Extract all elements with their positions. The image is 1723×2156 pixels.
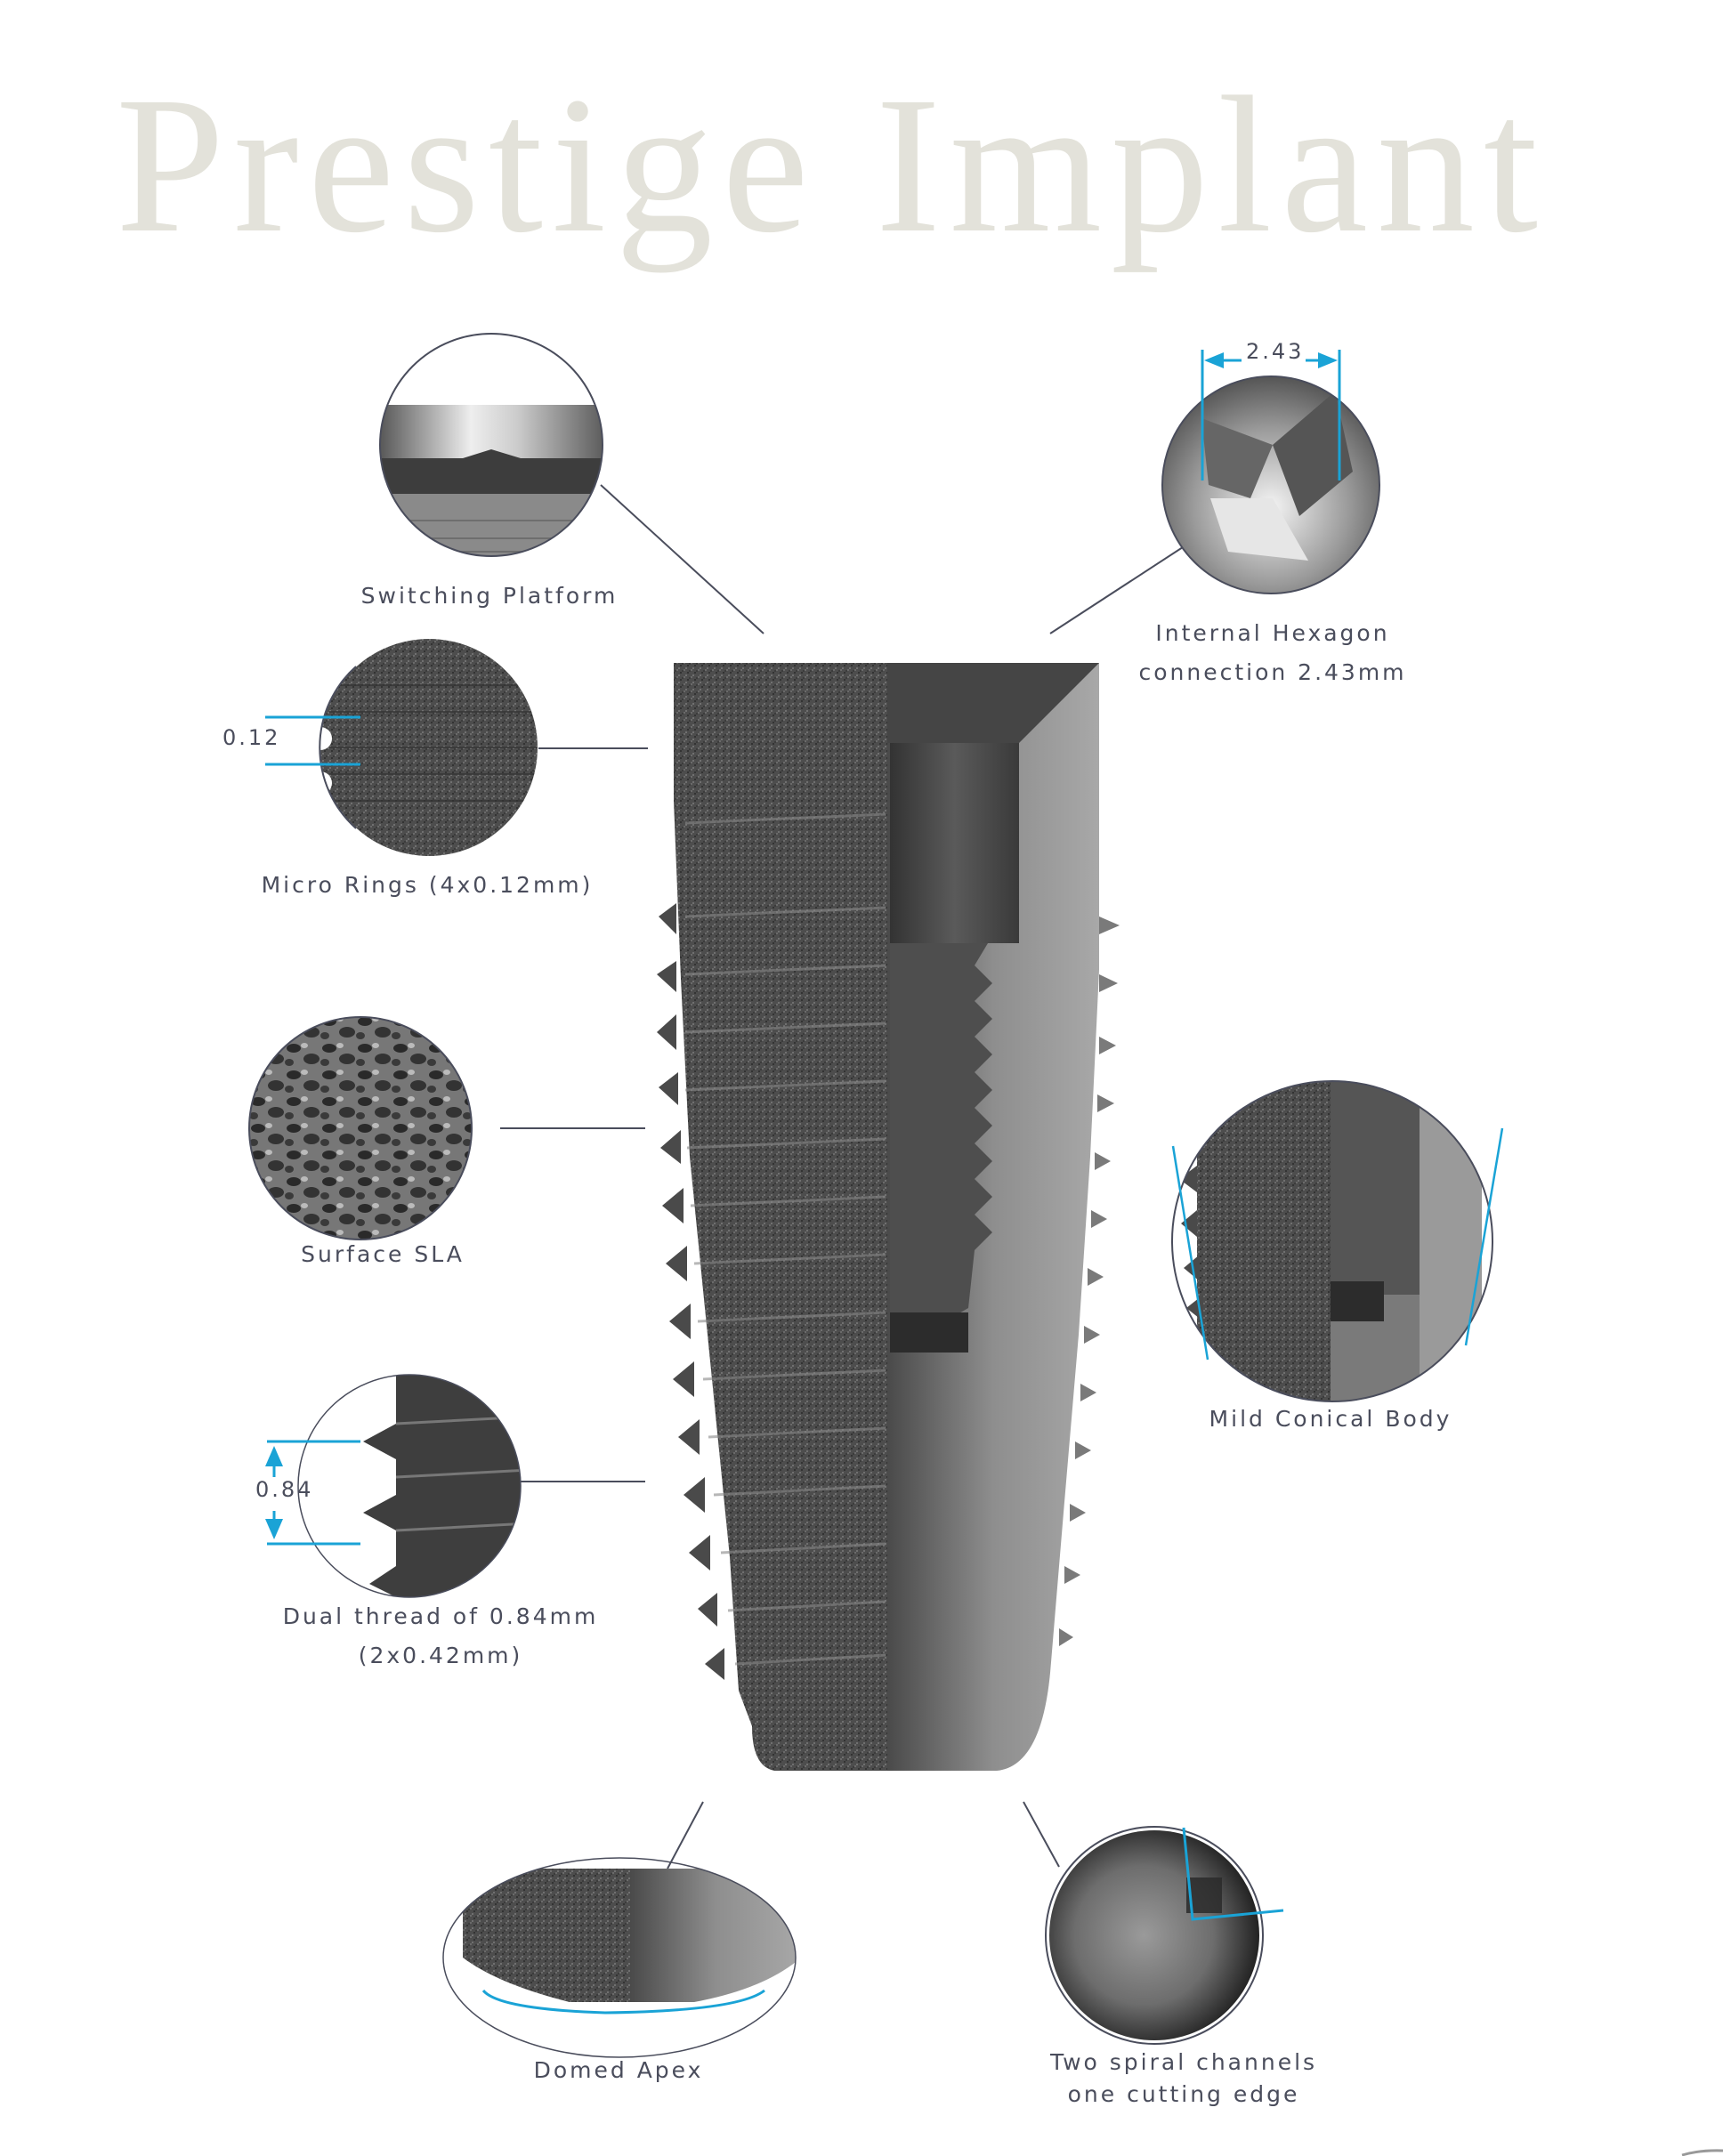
label-domed-apex: Domed Apex (533, 2057, 704, 2083)
mild-conical-body-detail (1171, 1080, 1504, 1402)
internal-hexagon-detail (1161, 350, 1380, 594)
label-mild-conical-body: Mild Conical Body (1209, 1406, 1452, 1432)
micro-rings-detail (265, 639, 538, 856)
label-internal-hexagon: Internal Hexagon connection 2.43mm (1130, 614, 1415, 692)
dimension-hexagon: 2.43 (1244, 339, 1306, 364)
label-micro-rings: Micro Rings (4x0.12mm) (261, 872, 594, 898)
dual-thread-detail (265, 1374, 522, 1598)
label-line: Internal Hexagon (1155, 620, 1390, 646)
label-surface-sla: Surface SLA (301, 1241, 465, 1267)
label-line: connection 2.43mm (1138, 659, 1407, 685)
label-dual-thread: Dual thread of 0.84mm (2x0.42mm) (267, 1597, 614, 1676)
switching-platform-detail (379, 333, 603, 557)
page-title: Prestige Implant (116, 56, 1548, 273)
leader-lines (500, 484, 1204, 1869)
label-line: Dual thread of 0.84mm (282, 1603, 599, 1629)
dimension-micro-rings: 0.12 (222, 725, 281, 750)
dimension-dual-thread: 0.84 (255, 1477, 314, 1502)
implant-body (657, 663, 1120, 1771)
label-switching-platform: Switching Platform (360, 583, 619, 609)
label-line: Two spiral channels (1049, 2049, 1318, 2075)
corner-ornament (1681, 2149, 1723, 2156)
spiral-channels-detail (1045, 1826, 1284, 2045)
label-spiral-channels: Two spiral channels one cutting edge (1023, 2047, 1344, 2111)
surface-sla-detail (248, 1016, 473, 1240)
label-line: (2x0.42mm) (358, 1643, 523, 1668)
label-line: one cutting edge (1067, 2081, 1300, 2107)
domed-apex-detail (442, 1857, 797, 2058)
